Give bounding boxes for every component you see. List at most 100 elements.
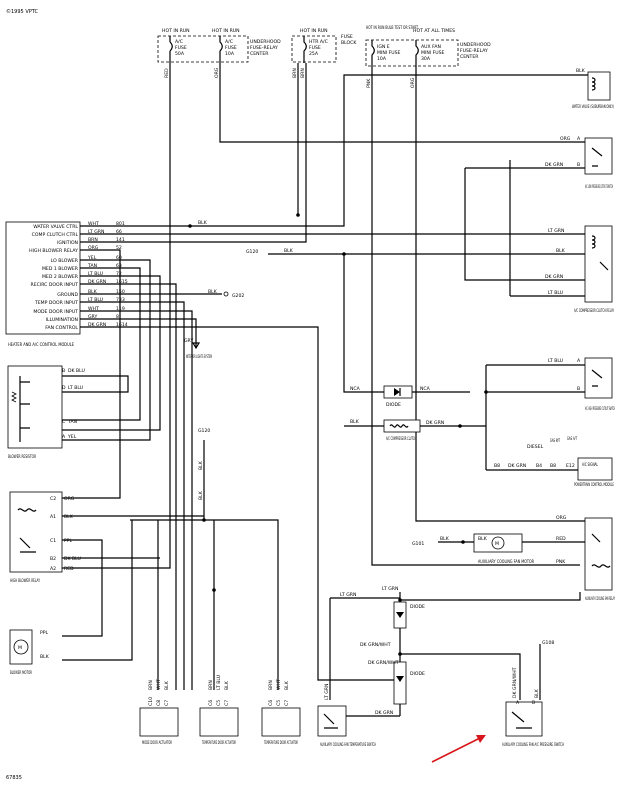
fuse-block-label: FUSE bbox=[341, 34, 353, 40]
svg-text:C7: C7 bbox=[224, 700, 230, 706]
svg-text:BLK: BLK bbox=[284, 680, 290, 690]
svg-text:C8: C8 bbox=[156, 700, 162, 706]
wire-label-ltblu-high: LT BLU bbox=[548, 358, 563, 364]
svg-text:A: A bbox=[577, 358, 581, 364]
module-pin-wire-color: ORG bbox=[88, 245, 99, 251]
svg-text:WHT: WHT bbox=[276, 679, 282, 690]
svg-text:BLK: BLK bbox=[40, 654, 50, 660]
svg-text:E12: E12 bbox=[566, 463, 575, 469]
svg-text:M: M bbox=[18, 645, 22, 651]
svg-text:B8: B8 bbox=[550, 463, 556, 469]
module-pin-circuit-number: 801 bbox=[116, 221, 125, 227]
high-blower-relay-label: HIGH BLOWER RELAY bbox=[10, 578, 40, 584]
module-pin-wire-color: BLK bbox=[88, 289, 98, 295]
svg-text:BLK: BLK bbox=[350, 419, 360, 425]
temp-door-label-1: TEMPERATURE DOOR ACTUATOR bbox=[202, 740, 237, 746]
svg-text:DK GRN/WHT: DK GRN/WHT bbox=[512, 667, 518, 698]
temp-door-label-2: TEMPERATURE DOOR ACTUATOR bbox=[264, 740, 299, 746]
svg-text:M: M bbox=[495, 541, 499, 547]
ground-g108: G108 bbox=[542, 640, 554, 646]
module-pin-name: GROUND bbox=[57, 292, 78, 298]
svg-text:A: A bbox=[577, 136, 581, 142]
svg-text:RED: RED bbox=[64, 566, 74, 572]
wire-brn-label-1: BRN bbox=[292, 68, 298, 78]
module-pin-circuit-number: 8 bbox=[116, 314, 119, 320]
svg-text:C7: C7 bbox=[164, 700, 170, 706]
module-pin-circuit-number: 119 bbox=[116, 306, 125, 312]
interior-arrow-icon bbox=[191, 342, 201, 350]
svg-text:B2: B2 bbox=[50, 556, 56, 562]
svg-text:LT BLU: LT BLU bbox=[216, 675, 222, 690]
hot-all-times-label: HOT AT ALL TIMES bbox=[413, 28, 455, 34]
svg-text:DK BLU: DK BLU bbox=[68, 368, 85, 374]
svg-text:BLK: BLK bbox=[478, 536, 488, 542]
wire-org-label-2: ORG bbox=[410, 77, 416, 88]
ground-g101: G101 bbox=[412, 541, 424, 547]
svg-text:BLK: BLK bbox=[198, 490, 204, 500]
svg-text:A: A bbox=[516, 700, 520, 706]
blower-motor-icon bbox=[13, 639, 29, 655]
svg-text:FUSE: FUSE bbox=[225, 45, 237, 51]
svg-text:CENTER: CENTER bbox=[250, 51, 269, 57]
pcm-label: POWERTRAIN CONTROL MODULE bbox=[574, 482, 614, 488]
fuse-block-box bbox=[291, 35, 337, 63]
module-pin-name: MED 2 BLOWER bbox=[42, 274, 79, 280]
svg-text:B: B bbox=[62, 368, 65, 374]
underhood-label-2: UNDERHOOD bbox=[460, 42, 491, 48]
svg-text:YEL: YEL bbox=[67, 434, 77, 440]
svg-text:C6: C6 bbox=[268, 700, 274, 706]
module-pin-circuit-number: 72 bbox=[116, 271, 122, 277]
svg-text:DIESEL: DIESEL bbox=[527, 444, 544, 450]
svg-text:BLK: BLK bbox=[198, 460, 204, 470]
svg-text:WHT: WHT bbox=[156, 679, 162, 690]
wire-org-label: ORG bbox=[214, 67, 220, 78]
module-pin-name: MED 1 BLOWER bbox=[42, 266, 79, 272]
hot-in-run-bulb-label: HOT IN RUN BULB TEST OR START bbox=[366, 25, 418, 31]
svg-text:BLK: BLK bbox=[64, 514, 74, 520]
aux-pressure-switch-box bbox=[505, 701, 543, 737]
compressor-clutch-symbol bbox=[383, 419, 421, 433]
wire-brn-label-2: BRN bbox=[300, 68, 306, 78]
hot-in-run-label-1: HOT IN RUN bbox=[162, 28, 190, 34]
underhood-fuse-box-1 bbox=[157, 35, 249, 63]
svg-text:AUX FAN: AUX FAN bbox=[421, 44, 441, 50]
wire-label-dkgrn-low: DK GRN bbox=[545, 162, 563, 168]
svg-text:B8: B8 bbox=[494, 463, 500, 469]
pcm-box bbox=[577, 457, 613, 481]
wire-label-blk-wv: BLK bbox=[198, 220, 208, 226]
svg-text:C10: C10 bbox=[148, 697, 154, 706]
svg-text:50A: 50A bbox=[175, 51, 185, 57]
ground-g120-top: G120 bbox=[246, 249, 258, 255]
module-pin-wire-color: WHT bbox=[88, 306, 99, 312]
svg-text:C5: C5 bbox=[276, 700, 282, 706]
wire-network bbox=[62, 63, 590, 717]
svg-text:DK GRN: DK GRN bbox=[375, 710, 393, 716]
module-pin-name: COMP CLUTCH CTRL bbox=[32, 232, 79, 238]
module-pin-circuit-number: 141 bbox=[116, 237, 125, 243]
copyright-text: ©1995 VPTC bbox=[6, 8, 39, 15]
svg-text:B: B bbox=[577, 162, 580, 168]
svg-text:DK GRN: DK GRN bbox=[508, 463, 526, 469]
temp-door-actuator-2-box bbox=[261, 707, 301, 737]
diode-column bbox=[393, 601, 407, 705]
wire-label-ltblu-relay: LT BLU bbox=[548, 290, 563, 296]
svg-text:RED: RED bbox=[556, 536, 566, 542]
svg-text:LT GRN: LT GRN bbox=[324, 684, 330, 700]
svg-text:A1: A1 bbox=[50, 514, 56, 520]
svg-text:MINI FUSE: MINI FUSE bbox=[377, 50, 400, 56]
svg-text:FUSE: FUSE bbox=[309, 45, 321, 51]
module-pin-circuit-number: 150 bbox=[116, 289, 125, 295]
svg-text:30A: 30A bbox=[421, 56, 431, 62]
diode-label: DIODE bbox=[386, 402, 401, 408]
svg-text:ORG: ORG bbox=[64, 496, 75, 502]
module-pin-name: LO BLOWER bbox=[51, 258, 79, 264]
module-pin-circuit-number: 63 bbox=[116, 263, 122, 269]
ac-signal-label: A/C SIGNAL bbox=[582, 462, 598, 468]
wire-label-dkgrn-relay: DK GRN bbox=[545, 274, 563, 280]
clutch-relay-box bbox=[584, 225, 613, 303]
aux-pressure-switch-icon bbox=[511, 711, 532, 729]
svg-text:HTR A/C: HTR A/C bbox=[309, 39, 328, 45]
